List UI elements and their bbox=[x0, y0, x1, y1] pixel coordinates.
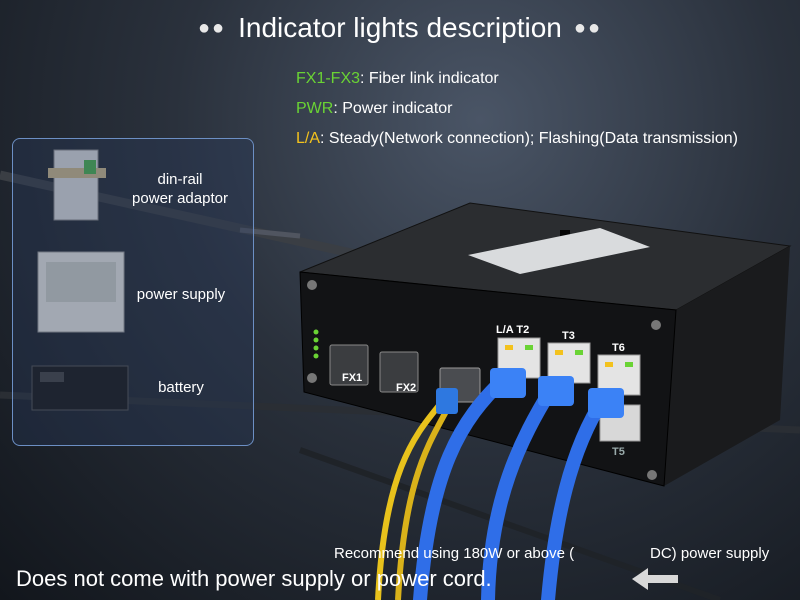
led-icon bbox=[625, 362, 633, 367]
page-title: ●● Indicator lights description ●● bbox=[0, 12, 800, 44]
legend-key: FX1-FX3 bbox=[296, 70, 361, 87]
legend-key: L/A bbox=[296, 130, 321, 147]
panel-label-battery: battery bbox=[158, 379, 204, 396]
led-icon bbox=[605, 362, 613, 367]
device-label bbox=[468, 228, 650, 274]
fiber-connector bbox=[436, 388, 458, 414]
screw-icon bbox=[647, 470, 657, 480]
battery-label-image bbox=[40, 372, 64, 382]
sfp-port-fx2 bbox=[379, 351, 419, 393]
led-icon bbox=[525, 345, 533, 350]
port-label-fx2: FX2 bbox=[396, 382, 417, 394]
legend-item-fiber: FX1-FX3: Fiber link indicator bbox=[296, 70, 499, 88]
panel-label-adaptor: din-rail power adaptor bbox=[120, 170, 240, 208]
legend-item-link: L/A: Steady(Network connection); Flashin… bbox=[296, 130, 738, 148]
fiber-cable bbox=[375, 396, 448, 600]
adaptor-terminal-image bbox=[84, 160, 96, 174]
power-options-panel bbox=[12, 138, 254, 446]
port-label-fx1: FX1 bbox=[342, 372, 363, 384]
network-cable bbox=[413, 371, 512, 600]
led-icon bbox=[313, 353, 319, 359]
led-icon bbox=[313, 337, 319, 343]
legend-desc: : Steady(Network connection); Flashing(D… bbox=[320, 130, 738, 147]
fiber-cable bbox=[395, 398, 455, 600]
led-icon bbox=[313, 329, 319, 335]
screw-icon bbox=[651, 320, 661, 330]
network-plug bbox=[538, 376, 574, 406]
led-icon bbox=[505, 345, 513, 350]
bullet-icon: ●● bbox=[573, 17, 603, 39]
led-icon bbox=[313, 345, 319, 351]
panel-label-power-supply: power supply bbox=[136, 286, 226, 303]
network-plug bbox=[490, 368, 526, 398]
warning-text: Does not come with power supply or power… bbox=[16, 566, 492, 591]
panel-label-line: power adaptor bbox=[132, 190, 228, 207]
port-label-t6: T6 bbox=[612, 342, 625, 354]
screw-icon bbox=[307, 280, 317, 290]
bullet-icon: ●● bbox=[197, 17, 227, 39]
screw-icon bbox=[307, 373, 317, 383]
legend-key: PWR bbox=[296, 100, 334, 117]
network-cable bbox=[481, 381, 559, 600]
port-label-t2: L/A T2 bbox=[496, 324, 530, 336]
power-supply-board-image bbox=[46, 262, 116, 302]
legend-item-power: PWR: Power indicator bbox=[296, 100, 453, 118]
device-side bbox=[664, 246, 790, 486]
led-icon bbox=[555, 350, 563, 355]
background-rod bbox=[239, 227, 301, 239]
power-note-left: Recommend using 180W or above ( bbox=[334, 545, 575, 562]
port-label-t5: T5 bbox=[612, 446, 625, 458]
din-rail-image bbox=[48, 168, 106, 178]
title-text: Indicator lights description bbox=[238, 12, 562, 43]
sfp-port-fx1 bbox=[329, 344, 369, 386]
port-label-t3: T3 bbox=[562, 330, 575, 342]
legend-desc: : Power indicator bbox=[333, 100, 453, 117]
din-rail-adaptor-image bbox=[53, 149, 99, 221]
left-arrow-icon bbox=[632, 568, 678, 590]
led-icon bbox=[575, 350, 583, 355]
device-top-vent bbox=[560, 230, 570, 240]
legend-desc: : Fiber link indicator bbox=[360, 70, 499, 87]
power-note-right: DC) power supply bbox=[650, 545, 770, 562]
panel-label-line: din-rail bbox=[157, 171, 203, 188]
network-plug bbox=[588, 388, 624, 418]
